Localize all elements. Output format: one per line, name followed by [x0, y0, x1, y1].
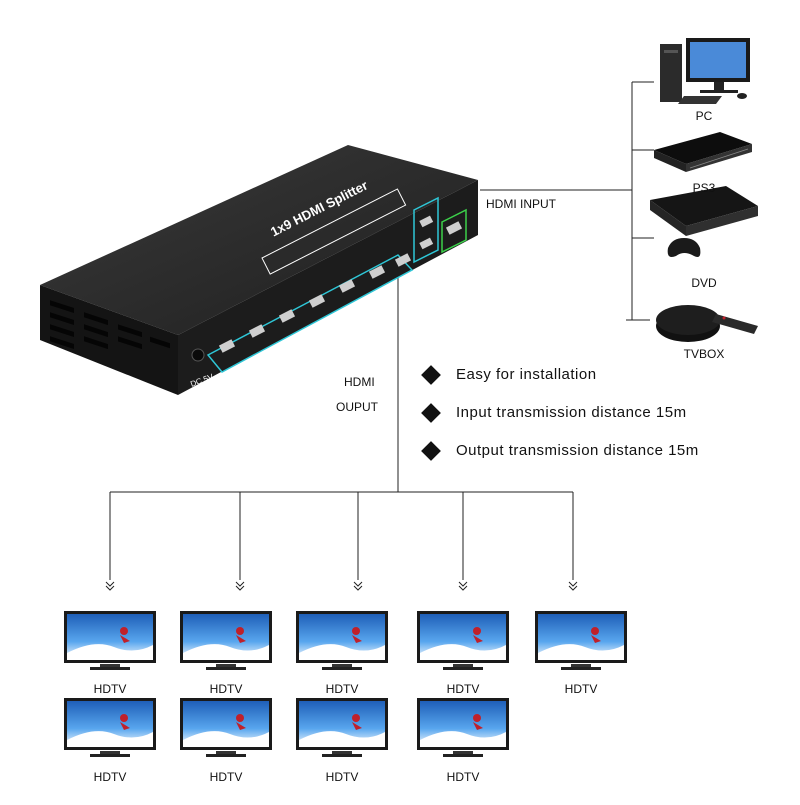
feature-text: Output transmission distance 15m: [456, 442, 699, 459]
ps3-icon: [654, 132, 752, 172]
source-label-dvd: DVD: [691, 276, 717, 290]
tvbox-icon: [656, 305, 758, 342]
feature-item: Easy for installation: [420, 364, 597, 385]
hdtv-icon: [417, 611, 509, 670]
hdtv-label: HDTV: [209, 682, 243, 696]
hdmi-input-label: HDMI INPUT: [486, 197, 556, 211]
dc-jack: [191, 348, 205, 362]
hdtv-icon: [64, 698, 156, 757]
down-arrows: [105, 581, 578, 591]
hdtv-icon: [180, 611, 272, 670]
vent-slots: [50, 300, 170, 350]
pc-icon: [660, 38, 750, 104]
hdtv-label: HDTV: [93, 770, 127, 784]
hdmi-output-label-line2: OUPUT: [336, 400, 378, 414]
feature-text: Input transmission distance 15m: [456, 404, 687, 421]
hdtv-icon: [417, 698, 509, 757]
feature-text: Easy for installation: [456, 366, 597, 383]
hdtv-icon: [535, 611, 627, 670]
input-port: [445, 221, 463, 235]
source-label-ps3: PS3: [692, 181, 716, 195]
hdtv-label: HDTV: [325, 770, 359, 784]
feature-item: Output transmission distance 15m: [420, 440, 699, 461]
hdtv-label: HDTV: [325, 682, 359, 696]
hdtv-label: HDTV: [446, 770, 480, 784]
feature-item: Input transmission distance 15m: [420, 402, 687, 423]
dvd-icon: [650, 186, 758, 257]
diamond-bullet-icon: [421, 440, 441, 461]
hdtv-icon: [180, 698, 272, 757]
connection-lines: [109, 81, 654, 580]
output-ports-highlight: [206, 254, 414, 373]
hdtv-label: HDTV: [93, 682, 127, 696]
hdtv-icon: [296, 611, 388, 670]
hdtv-label: HDTV: [446, 682, 480, 696]
diamond-bullet-icon: [421, 364, 441, 385]
hdtv-icon: [296, 698, 388, 757]
hdtv-label: HDTV: [209, 770, 243, 784]
device-label-plate: [261, 188, 407, 275]
hdtv-icon: [64, 611, 156, 670]
diamond-bullet-icon: [421, 402, 441, 423]
output-ports: [218, 215, 434, 353]
splitter-device: [40, 145, 478, 395]
source-label-tvbox: TVBOX: [683, 347, 725, 361]
hdtv-label: HDTV: [564, 682, 598, 696]
hdmi-output-label-line1: HDMI: [344, 375, 375, 389]
source-label-pc: PC: [695, 109, 713, 123]
input-port-highlight: [441, 208, 467, 254]
